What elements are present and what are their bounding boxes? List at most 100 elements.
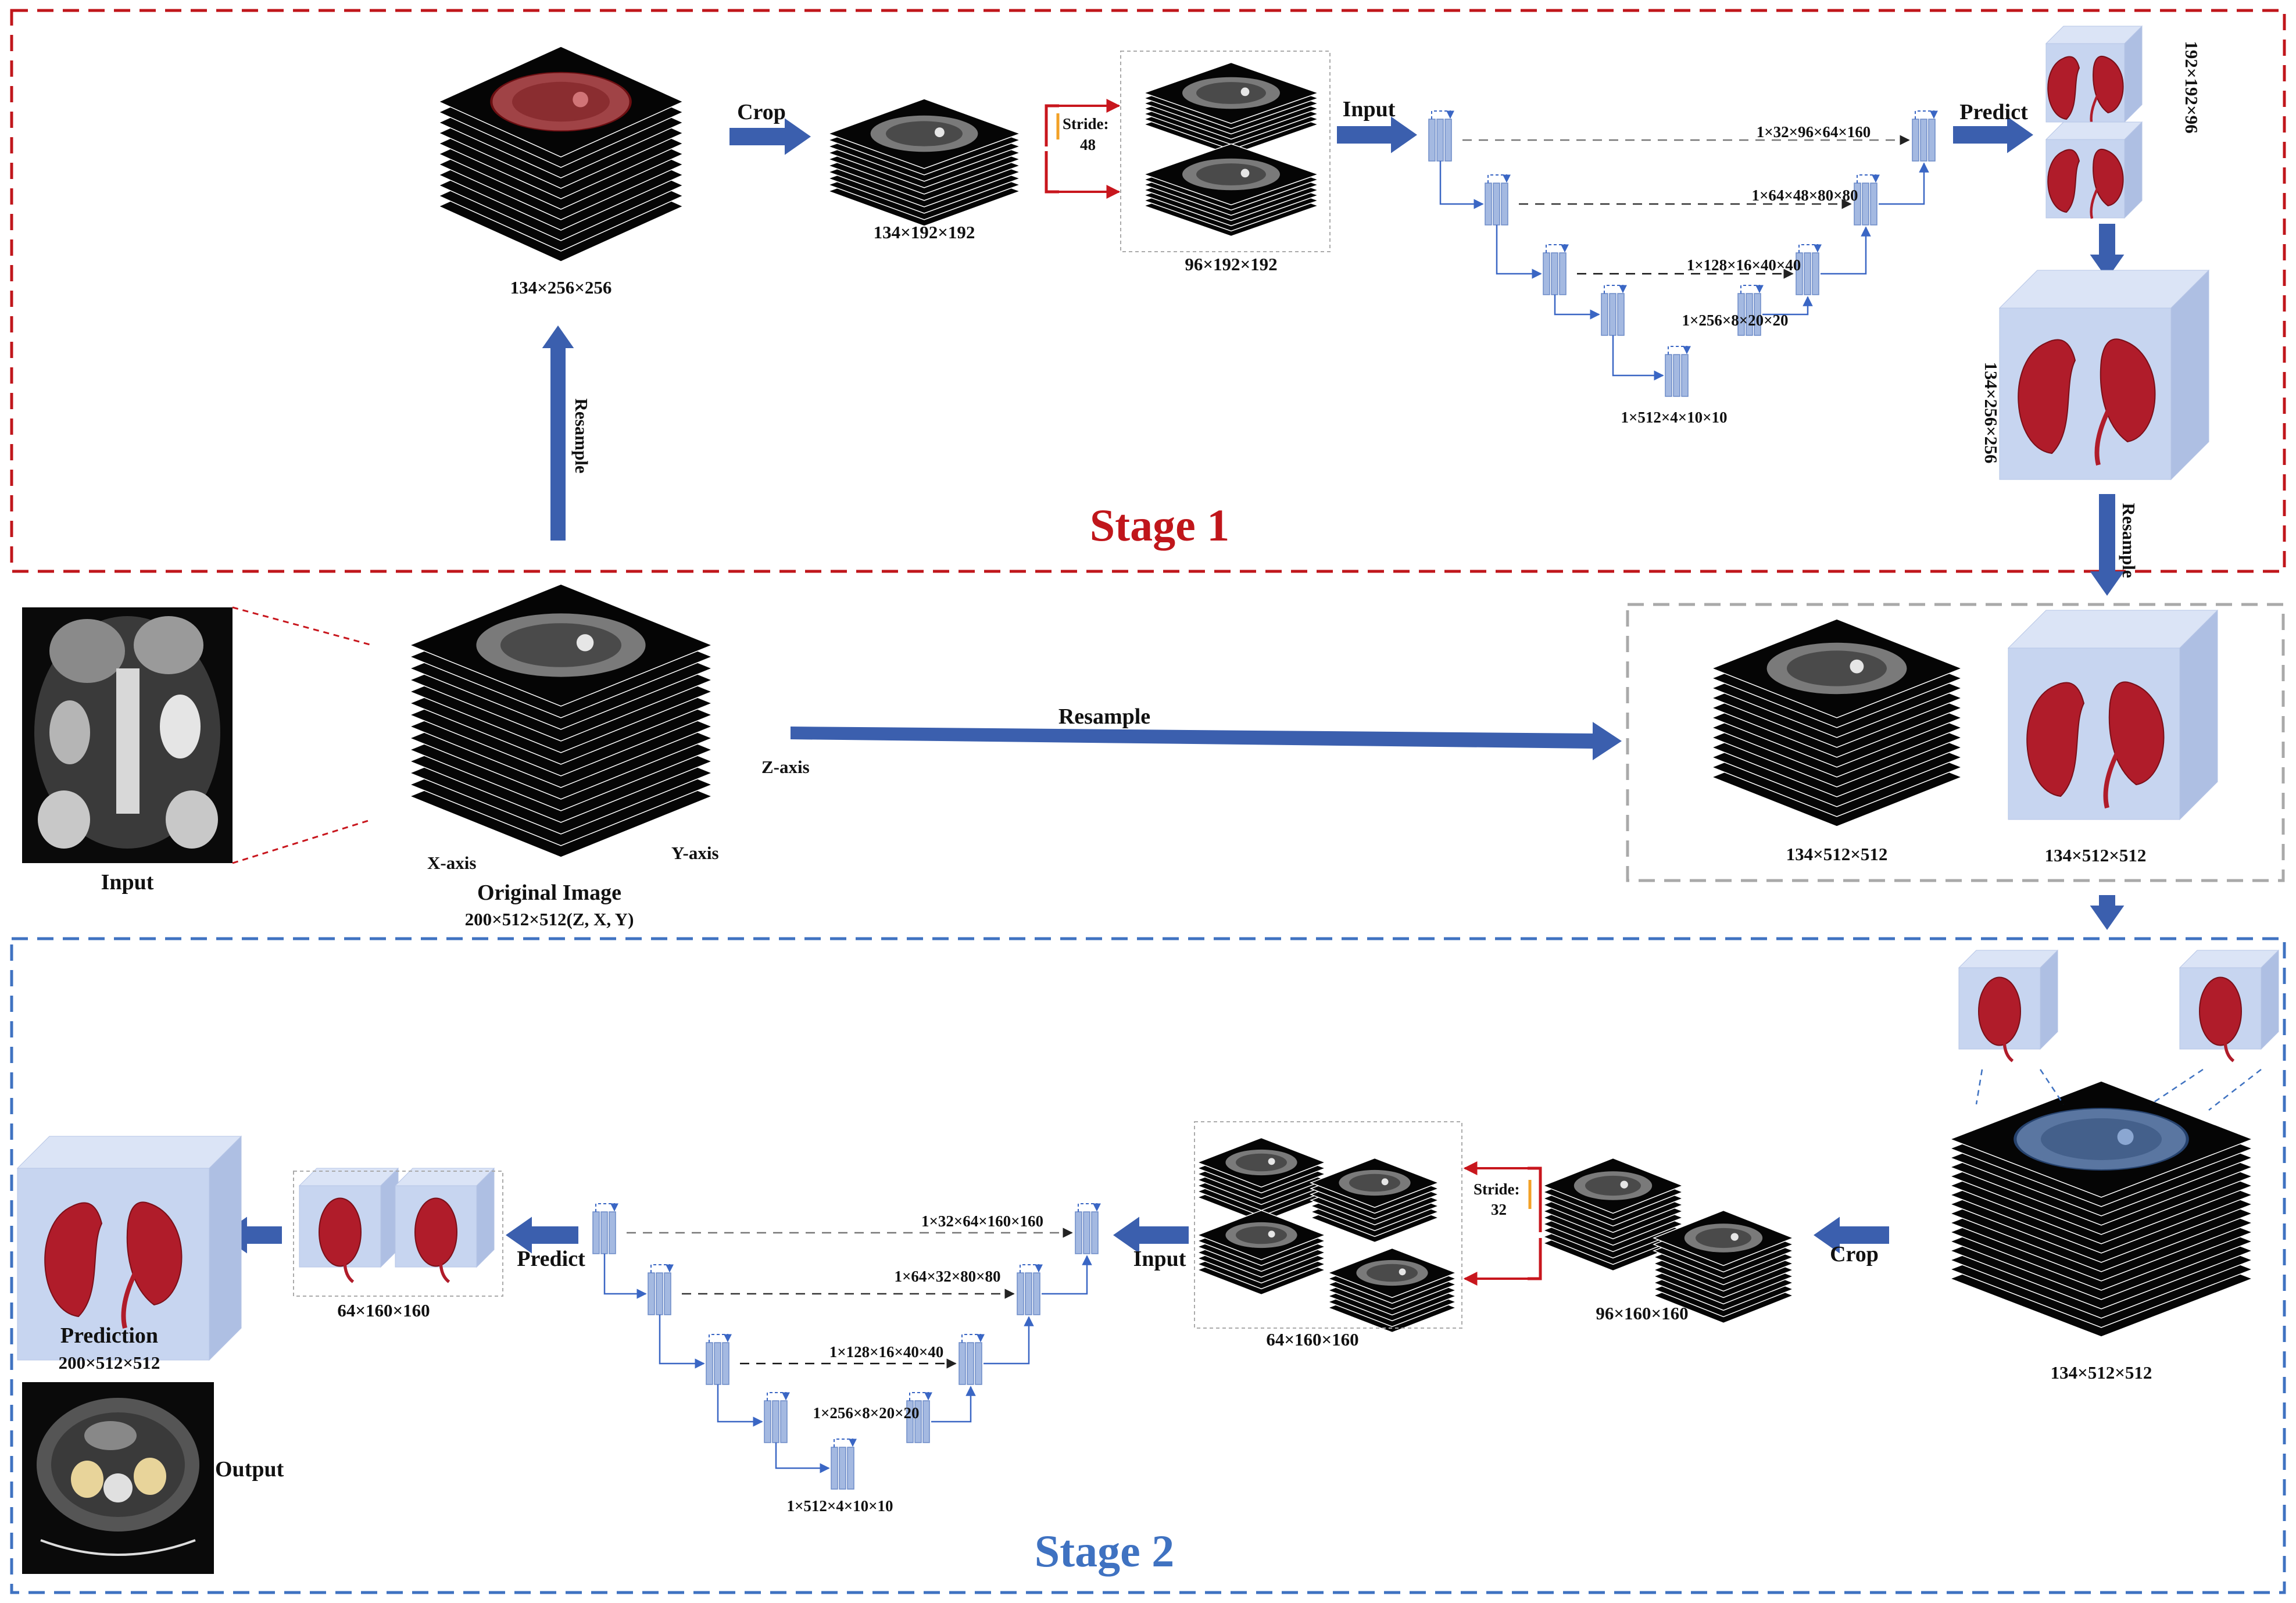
stage1-resample-up-label: Resample <box>571 398 592 473</box>
stage1-resample-down-label: Resample <box>2119 503 2139 578</box>
stage1-unet-dim-label-3: 1×128×16×40×40 <box>1687 256 1801 274</box>
stage1-unet-encoder-block-4 <box>1601 285 1627 336</box>
stage2-stride-label: Stride: <box>1474 1180 1519 1198</box>
stage2-frame <box>10 937 2286 1594</box>
stage2-unet-decoder-block-3 <box>1017 1264 1043 1315</box>
stage2-pred-patch-left <box>298 1167 399 1283</box>
middle-resample-label: Resample <box>1058 704 1150 729</box>
stage1-unet-decoder-block-3 <box>1854 174 1880 226</box>
stage1-crop-arrow <box>729 118 811 155</box>
stage1-unet-decoder-block-2 <box>1796 244 1822 295</box>
middle-volume-dims: 134×512×512 <box>1786 844 1888 864</box>
stage2-unet-dim-label-5: 1×512×4×10×10 <box>786 1497 893 1515</box>
stage1-predict-label: Predict <box>1959 100 2028 124</box>
stage2-input-arrow <box>1113 1216 1189 1254</box>
z-axis-label: Z-axis <box>761 757 810 777</box>
stage2-cropped-stack-a <box>1542 1157 1685 1272</box>
stage2-patch-stack-c <box>1196 1210 1327 1296</box>
stage2-input-label: Input <box>1133 1247 1186 1271</box>
input-caption: Input <box>101 870 154 894</box>
stage2-predict-arrow <box>506 1216 578 1254</box>
stage2-crop-label: Crop <box>1830 1242 1879 1266</box>
original-image-dims: 200×512×512(Z, X, Y) <box>465 909 634 929</box>
stage2-unet-encoder-block-5 <box>831 1439 857 1490</box>
stage1-unet-encoder-block-5 <box>1665 346 1691 397</box>
stage2-patch-stack-d <box>1326 1247 1458 1333</box>
middle-frame <box>1626 603 2285 882</box>
stage2-prediction-title: Prediction <box>60 1323 158 1348</box>
stage1-unet-dim-label-5: 1×512×4×10×10 <box>1621 409 1727 426</box>
stage2-patch-dims: 64×160×160 <box>1266 1329 1358 1350</box>
stage1-patch-stack-top <box>1142 62 1320 156</box>
stage1-pred-patch-top <box>2045 25 2143 126</box>
stage1-pred-down-arrow <box>2090 224 2125 279</box>
stage2-pred-patch-dims: 64×160×160 <box>337 1300 430 1321</box>
stage2-unet-encoder-block-3 <box>706 1334 732 1385</box>
stage2-pred-patch-frame <box>293 1171 503 1297</box>
stage1-unet-encoder-block-3 <box>1543 244 1569 295</box>
stage1-unet-dim-label-4: 1×256×8×20×20 <box>1682 312 1788 329</box>
stage1-pred-patch-bottom <box>2045 121 2143 219</box>
output-axial-ct-image <box>22 1382 214 1574</box>
stage1-stride-value: 48 <box>1080 136 1096 153</box>
stage2-unet-encoder-block-4 <box>764 1392 790 1443</box>
stage1-pred-full-dims: 134×256×256 <box>1981 362 2001 464</box>
stage1-input-volume-stack <box>438 46 684 262</box>
stage2-title: Stage 2 <box>1035 1526 1174 1576</box>
stage1-crop-label: Crop <box>737 100 786 124</box>
stage2-kidney-crop-left <box>1958 949 2059 1062</box>
stage2-volume-stack <box>1948 1080 2254 1337</box>
stage1-volume-dims: 134×256×256 <box>510 277 612 298</box>
stage2-crop-arrow <box>1814 1216 1889 1254</box>
stage2-unet-decoder-block-1 <box>906 1392 932 1443</box>
stage1-predict-arrow <box>1953 116 2033 153</box>
original-image-stack <box>408 584 714 858</box>
stage1-patch-dims: 96×192×192 <box>1185 254 1277 274</box>
stage2-crop-connectors <box>1975 1068 2262 1111</box>
stage1-unet-encoder-block-1 <box>1428 110 1454 162</box>
input-coronal-ct-image <box>22 607 233 863</box>
original-image-caption: Original Image <box>477 881 621 905</box>
stage1-unet: 1×32×96×64×160 1×64×48×80×80 1×128×16×40×4… <box>1428 110 1938 426</box>
stage1-pred-patch-dims: 192×192×96 <box>2181 41 2202 133</box>
stage1-resample-down-arrow <box>2090 494 2125 596</box>
stage2-pred-patch-right <box>394 1167 495 1283</box>
stage1-input-label: Input <box>1343 97 1396 121</box>
stage1-unet-encoder-block-2 <box>1485 174 1511 226</box>
stage2-unet-encoder-block-1 <box>592 1203 618 1254</box>
stage1-stride-label: Stride: <box>1063 115 1108 133</box>
stage2-patch-stack-a <box>1196 1137 1327 1223</box>
stage1-stride-bracket <box>1046 99 1121 199</box>
stage2-cropped-stack-b <box>1652 1210 1795 1324</box>
stage2-unet-dim-label-3: 1×128×16×40×40 <box>829 1343 944 1361</box>
stage2-kidney-crop-right <box>2179 949 2280 1062</box>
stage1-crop-dims: 134×192×192 <box>874 222 975 242</box>
stage2-patch-frame <box>1194 1121 1462 1329</box>
stage2-volume-dims: 134×512×512 <box>2051 1362 2152 1383</box>
stage2-predict-label: Predict <box>517 1247 585 1271</box>
stage1-input-arrow <box>1337 116 1417 153</box>
stage2-unet-decoder-block-2 <box>959 1334 985 1385</box>
middle-mask-cube <box>2007 609 2219 821</box>
middle-resample-arrow <box>791 722 1622 760</box>
middle-resampled-volume-stack <box>1710 618 1964 827</box>
stage1-unet-dim-label-1: 1×32×96×64×160 <box>1757 123 1871 141</box>
stage1-cropped-volume-stack <box>827 98 1022 227</box>
stage2-patch-stack-b <box>1309 1157 1440 1243</box>
stage1-pred-full-cube <box>1998 269 2210 481</box>
stage1-patch-frame <box>1120 51 1331 252</box>
x-axis-label: X-axis <box>427 853 476 873</box>
stage1-unet-dim-label-2: 1×64×48×80×80 <box>1751 187 1858 204</box>
stage1-unet-decoder-block-4 <box>1912 110 1938 162</box>
stage1-resample-up-arrow <box>542 325 574 541</box>
middle-mask-dims: 134×512×512 <box>2045 845 2147 865</box>
stage2-unet-dim-label-2: 1×64×32×80×80 <box>894 1268 1000 1285</box>
stage1-title: Stage 1 <box>1090 500 1229 550</box>
stage2-prediction-dims: 200×512×512 <box>59 1352 160 1373</box>
stage2-final-prediction-cube <box>16 1135 242 1361</box>
stage2-unet-dim-label-1: 1×32×64×160×160 <box>921 1212 1043 1230</box>
stage1-patch-stack-bottom <box>1142 143 1320 237</box>
stage2-unet-dim-label-4: 1×256×8×20×20 <box>813 1404 919 1422</box>
stage2-unet-decoder-block-4 <box>1075 1203 1101 1254</box>
